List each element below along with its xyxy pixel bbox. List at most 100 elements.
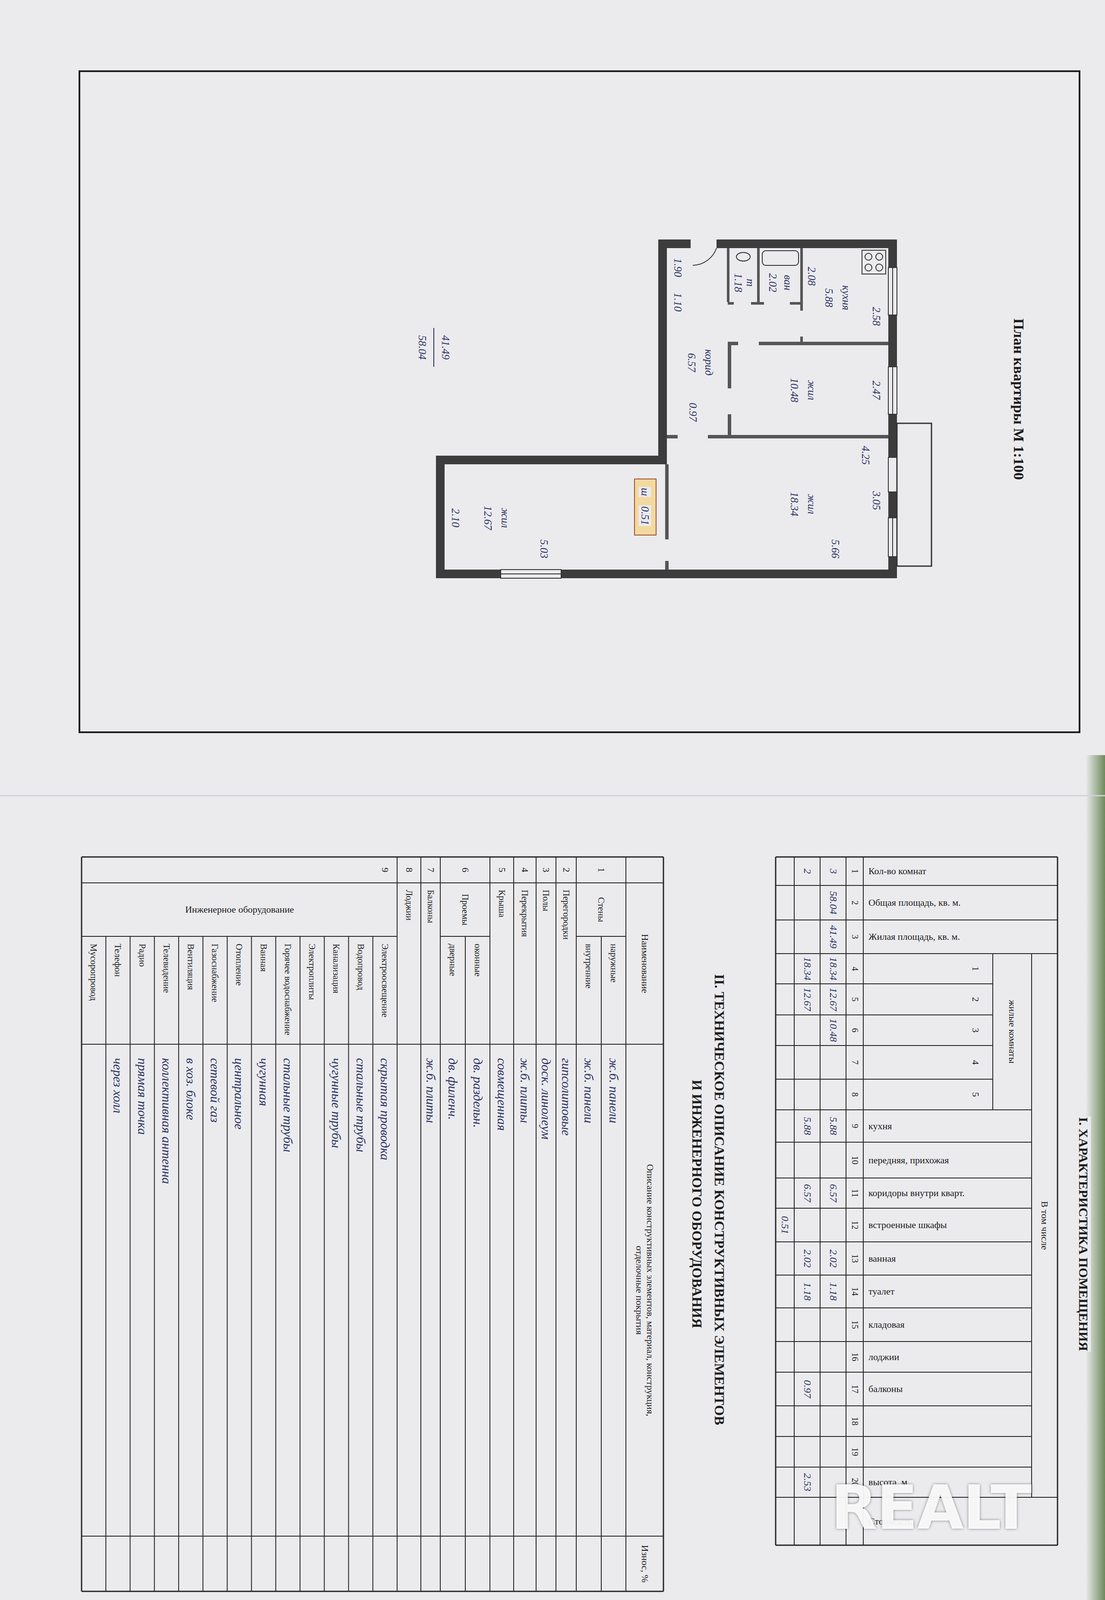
plan-annotation: т — [744, 277, 757, 288]
table-rule — [862, 857, 864, 1546]
table-rule — [513, 857, 515, 1592]
plan-fixture — [865, 253, 872, 261]
table-header: коридоры внутри кварт. — [867, 1187, 1028, 1199]
table-rule — [226, 936, 228, 1592]
table-cell: 5.88 — [801, 1116, 814, 1137]
plan-annotation: жил — [805, 493, 818, 516]
row-subname: Электроплиты — [306, 943, 318, 1001]
plan-fixture — [692, 248, 717, 266]
plan-annotation: 18.34 — [788, 491, 801, 518]
section-heading: И ИНЖЕНЕРНОГО ОБОРУДОВАНИЯ — [689, 1079, 706, 1330]
table-rule — [299, 936, 301, 1592]
plan-annotation: 1.10 — [671, 291, 685, 313]
plan-outer-wall — [435, 569, 897, 579]
plan-annotation: 0.97 — [686, 401, 700, 423]
table-rule — [775, 885, 1058, 887]
table-rule — [775, 1275, 1032, 1276]
plan-annotation: ван — [781, 274, 795, 292]
window — [500, 573, 562, 575]
table-cell: 0.51 — [778, 1215, 791, 1236]
table-rule — [775, 1241, 1032, 1243]
window — [500, 569, 562, 579]
row-number: 8 — [403, 867, 415, 874]
handwritten-entry: сетевой газ — [207, 1057, 223, 1124]
plan-partition — [727, 414, 732, 436]
column-number: 2 — [849, 899, 860, 907]
row-number: 4 — [519, 867, 531, 874]
plan-fixture — [861, 250, 886, 275]
row-subname: Отопление — [233, 943, 245, 987]
table-cell: 2.02 — [801, 1249, 814, 1270]
plan-partition — [727, 302, 734, 305]
table-header: Износ, % — [639, 1544, 651, 1585]
table-rule — [154, 936, 155, 1592]
closet-hatch — [634, 479, 657, 536]
plan-partition — [751, 302, 765, 305]
table-rule — [775, 983, 993, 985]
table-rule — [775, 1405, 1032, 1407]
handwritten-entry: прямая точка — [134, 1057, 150, 1137]
table-cell: 0.97 — [801, 1379, 814, 1400]
table-header: кладовая — [867, 1319, 1028, 1331]
table-rule — [575, 857, 577, 1592]
table-cell: 2 — [801, 868, 814, 875]
row-number: 6 — [459, 867, 471, 874]
row-number: 2 — [560, 867, 572, 874]
table-rule — [793, 857, 795, 1546]
row-number: 3 — [540, 867, 552, 874]
plan-annotation: кухня — [839, 284, 853, 312]
plan-partition — [707, 435, 889, 439]
column-number: 3 — [849, 934, 860, 941]
table-rule — [105, 936, 107, 1592]
plan-annotation: жил — [805, 379, 818, 402]
row-subname: Мусоропровод — [88, 943, 99, 1002]
plan-partition — [758, 341, 889, 346]
table-rule — [775, 1109, 1032, 1111]
plan-annotation: 5.66 — [829, 538, 842, 560]
plan-annotation: 2.58 — [870, 306, 883, 327]
table-cell: 1.18 — [801, 1281, 814, 1302]
plan-outer-wall — [435, 239, 897, 579]
table-rule — [396, 857, 398, 1592]
plan-partition — [726, 248, 730, 303]
fraction-line — [433, 328, 435, 367]
table-rule — [489, 857, 491, 1592]
table-rule — [775, 857, 777, 1546]
table-cell: 5.88 — [827, 1116, 840, 1137]
table-header: Жилая площадь, кв. м. — [867, 931, 1054, 943]
row-name: Полы — [540, 889, 552, 913]
table-cell: 6.57 — [801, 1183, 814, 1204]
table-rule — [775, 1079, 993, 1080]
balcony-outline — [896, 423, 932, 567]
column-number: 12 — [849, 1220, 860, 1231]
column-number: 5 — [849, 996, 860, 1003]
column-number: 11 — [849, 1188, 860, 1199]
window — [892, 517, 894, 557]
table-rule — [275, 936, 277, 1592]
table-cell: 41.49 — [827, 924, 840, 950]
handwritten-entry: стальные трубы — [280, 1057, 296, 1154]
table-header: 3 — [969, 1027, 981, 1034]
row-subname: Радио — [137, 943, 148, 968]
table-header: встроенные шкафы — [867, 1219, 1028, 1231]
handwritten-entry: коллективная антенна — [159, 1057, 175, 1186]
column-number: 6 — [849, 1027, 860, 1034]
row-subname: Вентиляция — [185, 943, 196, 992]
plan-annotation: 58.04 — [416, 334, 429, 361]
window — [888, 457, 897, 493]
table-header: жилые комнаты — [1006, 999, 1018, 1065]
plan-fixture — [875, 253, 883, 261]
row-subname: Газоснабжение — [209, 943, 221, 1004]
handwritten-entry: стальные трубы — [353, 1057, 369, 1154]
table-rule — [1057, 857, 1059, 1546]
plan-annotation: 2.02 — [766, 272, 780, 294]
window — [888, 267, 897, 316]
row-number: 5 — [496, 867, 508, 874]
table-cell: 2.02 — [827, 1249, 840, 1270]
table-rule — [775, 1045, 993, 1047]
table-rule — [625, 857, 627, 1592]
watermark: REALT — [830, 1478, 1031, 1539]
plan-annotation: корид — [702, 348, 716, 377]
table-header: Кол-во комнат — [867, 865, 1054, 877]
table-cell: 6.57 — [827, 1183, 840, 1204]
